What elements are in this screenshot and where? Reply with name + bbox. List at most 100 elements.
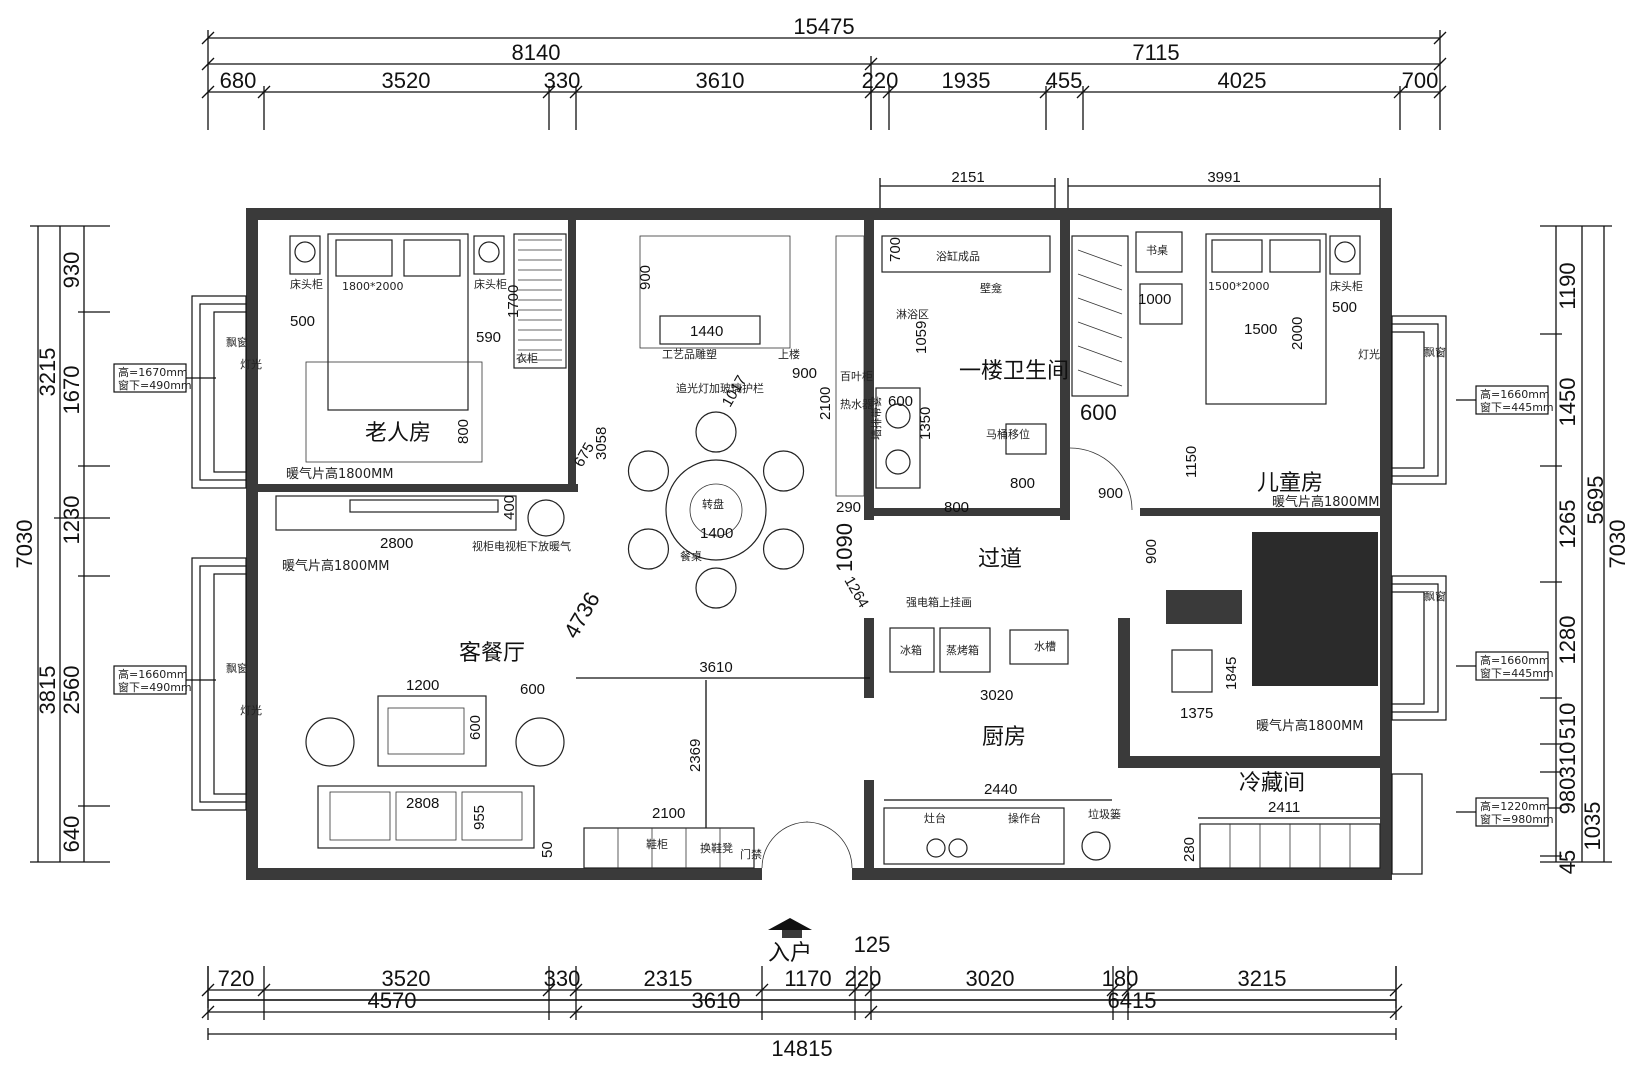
dim-2808: 2808 [406,795,439,812]
bottom-slash-0 [201,983,215,997]
top-dimension-chains: 15475 8140 7115 680 3520 330 3610 220 19… [201,14,1447,210]
label-desk: 书桌 [1146,244,1168,257]
wall-kitchen-right [1118,618,1130,768]
kid-hanger-3 [1077,321,1123,339]
kid-hanger-1 [1077,273,1123,291]
kid-hanger-2 [1077,297,1123,315]
pillow-elder-1 [335,239,393,277]
wall-elder-bottom [258,484,578,492]
room-entrance: 入户 [768,941,812,966]
room-cold-storage: 冷藏间 [1239,771,1305,796]
bath-door-swing [1069,447,1133,511]
steamer [939,627,991,673]
burner-1 [926,838,946,858]
kitchen-counter [883,807,1065,865]
wall-top [246,208,1392,220]
dim-entrance-offset: 125 [854,932,891,957]
wall-bath-left [864,220,874,520]
dim-3020: 3020 [980,687,1013,704]
dim-900d: 900 [1143,539,1160,564]
coffee-table-glass [387,707,465,755]
window-tag-2-sill: 窗下=490mm [118,680,192,694]
window-tag-1-sill: 窗下=490mm [118,378,192,392]
bottom-slash-2 [542,983,556,997]
lamp-icon-kid [1334,241,1356,263]
window-tag-5-box [1475,797,1549,827]
dim-right-seg-6: 980 [1555,778,1580,815]
dim-2100b: 2100 [652,805,685,822]
dim-4736: 4736 [559,588,605,643]
window-tag-2-height: 高=1660mm [118,667,188,681]
wall-bottom-left [246,868,762,880]
label-toilet: 马桶移位 [986,427,1030,441]
dim-800c: 800 [944,499,969,516]
dim-900a: 900 [637,265,654,290]
dim-left-total: 7030 [12,520,37,569]
bottom-slash-4 [755,983,769,997]
window-tag-1-height: 高=1670mm [118,365,188,379]
dim-left-upper: 3215 [35,348,60,397]
dim-right-seg-3: 1280 [1555,616,1580,665]
dim-left-seg-0: 930 [59,252,84,289]
dim-left-seg-3: 2560 [59,666,84,715]
dim-bottom-seg-5: 220 [845,966,882,991]
sideboard-hall [835,235,865,497]
bottom-mid-slash-1 [569,1005,583,1019]
window-tag-4-height: 高=1660mm [1480,653,1550,667]
dim-bottom-seg-6: 3020 [966,966,1015,991]
label-bathtub: 浴缸成品 [936,249,980,263]
dim-bottom-seg-8: 3215 [1238,966,1287,991]
dim-280: 280 [1181,837,1198,862]
room-elder: 老人房 [365,421,431,446]
sofa-cushion-2 [461,791,523,841]
label-light-1: 灯光 [240,357,262,371]
dining-chair-0 [695,411,737,453]
sofa-cushion-0 [329,791,391,841]
bottom-mid-slash-2 [864,1005,878,1019]
label-sink: 水槽 [1034,640,1056,653]
dim-right-seg-8: 45 [1555,850,1580,874]
label-shower: 淋浴区 [896,308,929,321]
label-bed-kid: 1500*2000 [1208,280,1270,293]
armchair-left [305,717,355,767]
dim-bottom-seg-4: 1170 [784,966,831,991]
label-tv-cabinet: 视柜电视柜下放暖气 [472,539,571,553]
wall-kitchen-left-lower [864,780,874,880]
dim-top-seg-5: 1935 [942,68,991,93]
label-niche: 壁龛 [980,281,1002,295]
dim-left-seg-2: 1230 [59,496,84,545]
window-tag-2-box [113,665,187,695]
trash-bin [1081,831,1111,861]
dim-2800: 2800 [380,535,413,552]
label-fridge: 冰箱 [900,643,922,657]
dim-2369: 2369 [687,739,704,772]
dim-600c: 600 [888,393,913,410]
label-light-3: 灯光 [1358,347,1380,361]
dim-top-seg-3: 3610 [696,68,745,93]
basin-1 [885,403,911,429]
dim-top-seg-6: 455 [1046,68,1083,93]
wall-bath-right [1060,220,1070,520]
label-radiator-kid: 暖气片高1800MM [1272,494,1380,510]
dim-2100a: 2100 [817,387,834,420]
bathtub [881,235,1051,273]
dim-right-seg-0: 1190 [1555,262,1580,309]
label-worktop: 操作台 [1008,811,1041,825]
window-tag-3-box [1475,385,1549,415]
room-kid: 儿童房 [1257,471,1323,496]
bottom-mid-slash-3 [1389,1005,1403,1019]
dim-50: 50 [539,841,556,858]
toilet [1005,423,1047,455]
dim-left-seg-4: 640 [59,816,84,853]
bottom-slash-1 [257,983,271,997]
plant-icon [527,499,565,537]
window-tag-3-sill: 窗下=445mm [1480,400,1554,414]
dim-right-seg-5: 310 [1555,742,1580,779]
dim-1350: 1350 [917,407,934,440]
dim-bottom-mid-2: 6415 [1108,988,1157,1013]
dining-chair-3 [695,567,737,609]
label-water-heater: 热水器 [840,398,873,411]
turntable-ring [689,483,743,537]
dim-right-seg-7: 1035 [1580,802,1605,851]
label-panel: 强电箱上挂画 [906,595,972,609]
